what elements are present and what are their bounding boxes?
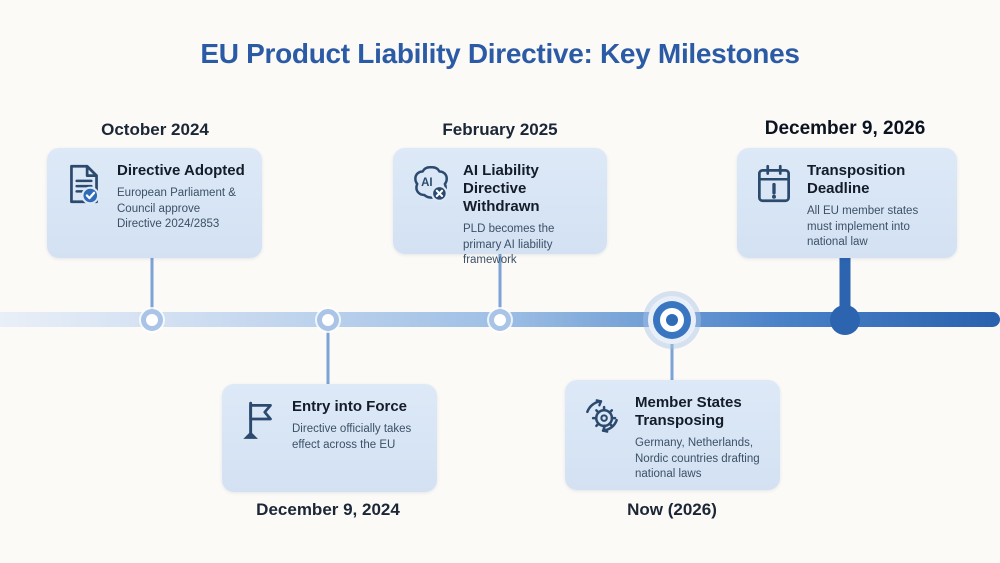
node-core [666, 314, 678, 326]
connector-transposition-deadline [839, 254, 851, 318]
node-inner-ring [660, 308, 684, 332]
calendar-alert-icon [751, 161, 797, 207]
milestone-card-entry-into-force: Entry into Force Directive officially ta… [222, 384, 437, 492]
milestone-card-member-states-transposing: Member States Transposing Germany, Nethe… [565, 380, 780, 490]
date-label-october-2024: October 2024 [101, 120, 209, 139]
milestone-title: Member States Transposing [635, 394, 742, 429]
milestone-card-directive-adopted: Directive Adopted European Parliament & … [47, 148, 262, 258]
flag-icon [236, 397, 282, 443]
milestone-card-transposition-deadline: Transposition Deadline All EU member sta… [737, 148, 957, 258]
timeline-node-december-2026 [830, 305, 860, 335]
milestone-description: PLD becomes the primary AI liability fra… [463, 223, 555, 267]
connector-member-states [670, 338, 674, 384]
milestone-title: Entry into Force [292, 398, 408, 415]
ai-icon-label: AI [421, 177, 433, 189]
milestone-description: Germany, Netherlands, Nordic countries d… [635, 437, 760, 481]
date-label-december-2026: December 9, 2026 [764, 118, 926, 139]
connector-directive-adopted [150, 256, 154, 314]
milestone-description: All EU member states must implement into… [807, 205, 919, 249]
milestone-card-ai-directive-withdrawn: AI AI Liability Directive Withdrawn PLD … [393, 148, 607, 266]
connector-entry-into-force [326, 326, 330, 386]
milestone-description: Directive officially takes effect across… [292, 423, 412, 451]
timeline-node-february-2025 [489, 309, 511, 331]
timeline-node-december-2024 [317, 309, 339, 331]
timeline-node-now-2026 [653, 301, 691, 339]
milestone-title: AI Liability Directive Withdrawn [463, 162, 540, 215]
date-label-february-2025: February 2025 [442, 120, 558, 139]
connector-ai-directive [498, 252, 502, 314]
date-label-december-2024: December 9, 2024 [256, 500, 400, 519]
timeline-node-october-2024 [141, 309, 163, 331]
page-title: EU Product Liability Directive: Key Mile… [200, 38, 800, 69]
ai-brain-x-icon: AI [407, 161, 453, 207]
milestone-title: Transposition Deadline [807, 162, 906, 197]
date-label-now-2026: Now (2026) [627, 500, 717, 519]
gears-sync-icon [579, 393, 625, 439]
document-check-icon [61, 161, 107, 207]
milestone-description: European Parliament & Council approve Di… [117, 187, 236, 231]
milestone-title: Directive Adopted [117, 162, 245, 179]
